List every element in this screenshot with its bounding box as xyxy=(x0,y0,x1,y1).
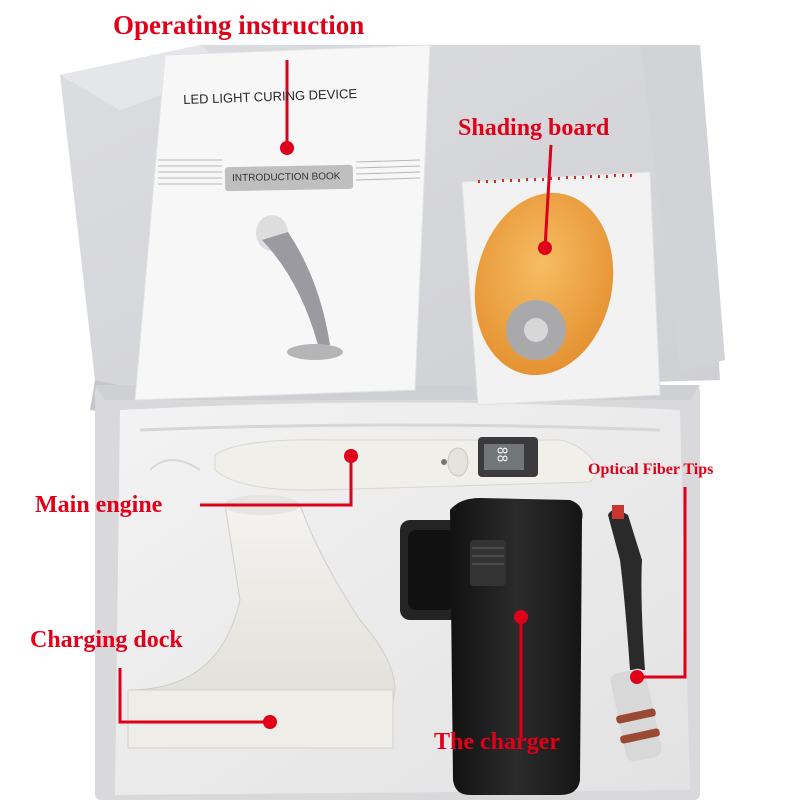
callout-leaders xyxy=(118,60,687,738)
device-display-readout: 88 xyxy=(493,446,509,463)
callout-optical-fiber-tips: Optical Fiber Tips xyxy=(588,461,714,478)
callout-operating-instruction: Operating instruction xyxy=(113,10,365,40)
callout-the-charger: The charger xyxy=(434,729,560,755)
instruction-booklet xyxy=(134,44,431,401)
charging-dock xyxy=(127,495,396,749)
shading-board-bag xyxy=(461,171,661,406)
optical-fiber-tip xyxy=(608,505,662,762)
callout-main-engine: Main engine xyxy=(35,492,163,518)
charger xyxy=(400,498,583,795)
main-engine xyxy=(214,437,601,491)
callout-shading-board: Shading board xyxy=(458,115,610,141)
callout-charging-dock: Charging dock xyxy=(30,627,183,653)
booklet-subtitle: INTRODUCTION BOOK xyxy=(232,171,341,184)
